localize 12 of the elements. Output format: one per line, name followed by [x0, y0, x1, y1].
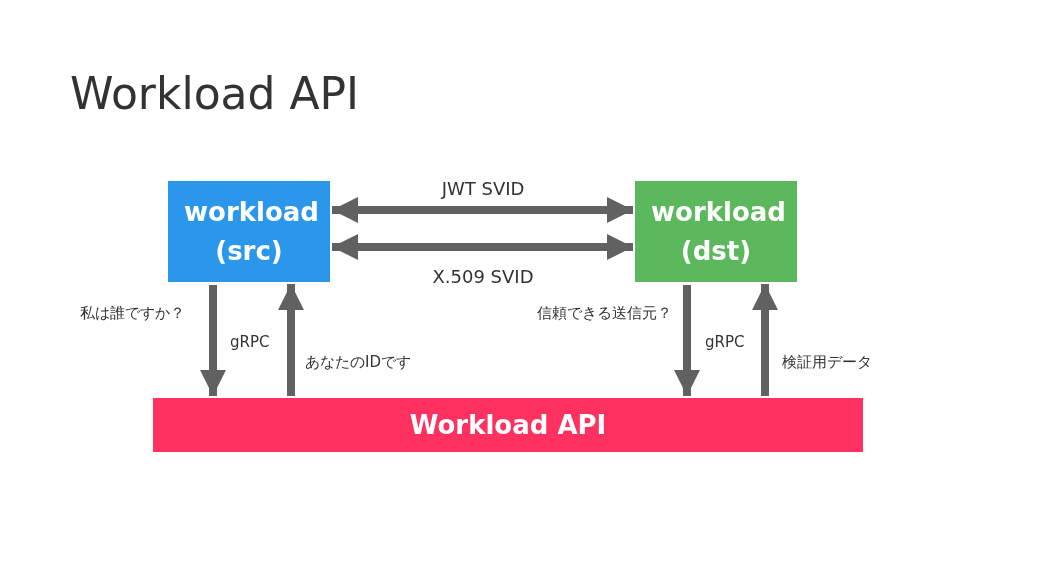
arrow [332, 197, 633, 223]
process-box: workload (dst) [635, 181, 797, 282]
api-bar: Workload API [153, 398, 863, 452]
title: Workload API [70, 68, 360, 119]
arrow [752, 284, 778, 396]
arrow [278, 284, 304, 396]
process-box: workload (src) [168, 181, 330, 282]
edge-label: 検証用データ [782, 353, 872, 372]
arrow [332, 234, 633, 260]
protocol-label: gRPC [705, 333, 745, 351]
edge-label: あなたのIDです [305, 353, 411, 372]
protocol-label: gRPC [230, 333, 270, 351]
